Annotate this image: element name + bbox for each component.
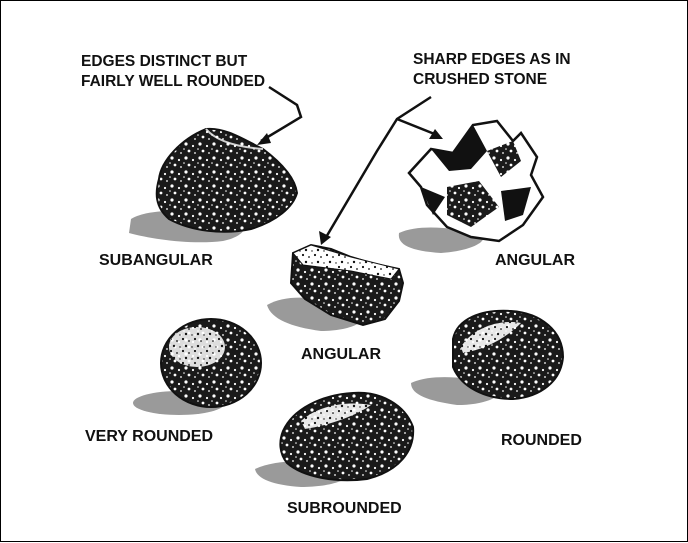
label-subrounded: SUBROUNDED	[287, 500, 402, 517]
stone-subangular	[129, 129, 297, 242]
callout-subangular-line1: EDGES DISTINCT BUT	[81, 53, 248, 70]
stone-very-rounded	[133, 319, 261, 415]
label-angular-right: ANGULAR	[495, 252, 575, 269]
label-subangular: SUBANGULAR	[99, 252, 213, 269]
callout-angular-line1: SHARP EDGES AS IN	[413, 51, 571, 68]
stone-subrounded	[255, 393, 413, 487]
leader-subangular	[257, 87, 301, 145]
stone-rounded	[411, 311, 563, 405]
callout-subangular-line2: FAIRLY WELL ROUNDED	[81, 73, 265, 90]
callout-angular-line2: CRUSHED STONE	[413, 71, 547, 88]
stone-angular-center	[267, 245, 403, 331]
stone-angular-right	[399, 121, 543, 253]
rock-subangular	[157, 129, 297, 232]
label-angular-center: ANGULAR	[301, 346, 381, 363]
label-very-rounded: VERY ROUNDED	[85, 428, 213, 445]
label-rounded: ROUNDED	[501, 432, 582, 449]
